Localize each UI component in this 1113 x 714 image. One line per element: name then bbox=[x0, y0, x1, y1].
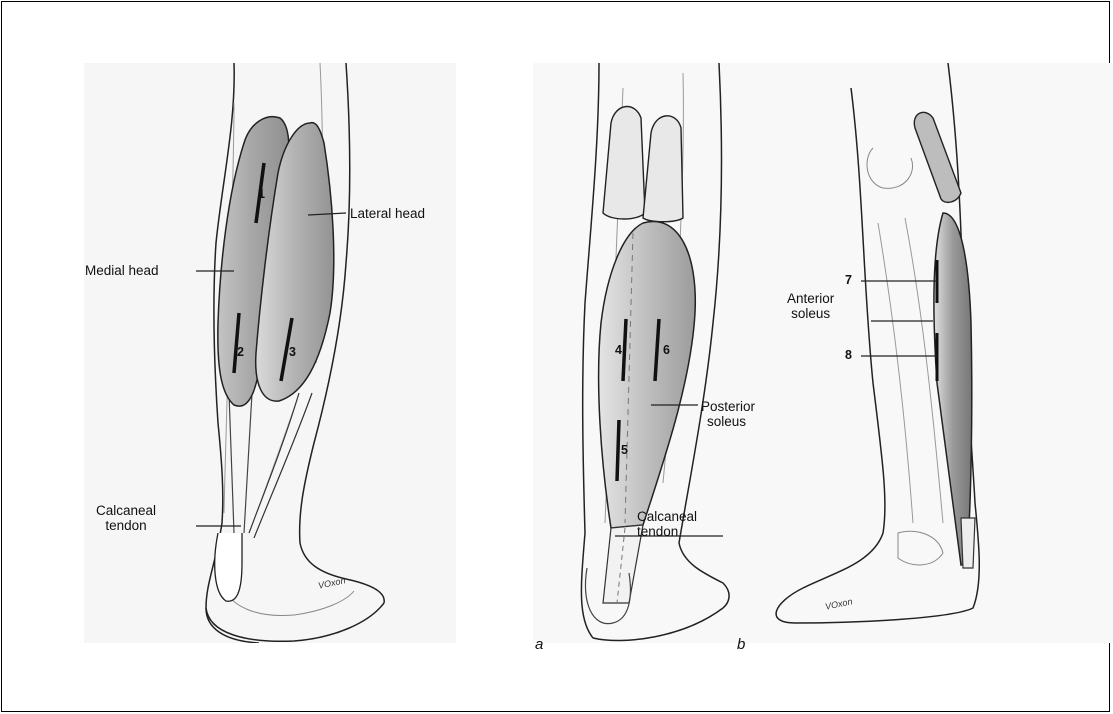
soleus-line2: soleus bbox=[701, 414, 755, 429]
calcaneal-line1: Calcaneal bbox=[637, 509, 697, 524]
site-2-label: 2 bbox=[237, 345, 244, 359]
site-8-label: 8 bbox=[845, 348, 852, 362]
anterior-soleus-label: Anterior soleus bbox=[787, 291, 834, 321]
medial-head-label: Medial head bbox=[85, 263, 159, 278]
soleus-panel: 4 6 5 Posterior soleus Calcaneal tendon … bbox=[533, 63, 1113, 643]
site-6-label: 6 bbox=[663, 343, 670, 357]
site-7-label: 7 bbox=[845, 273, 852, 287]
anterior-line1: Anterior bbox=[787, 291, 834, 306]
site-3-label: 3 bbox=[289, 345, 296, 359]
calcaneal-line1: Calcaneal bbox=[96, 503, 156, 518]
calcaneal-tendon-label-right: Calcaneal tendon bbox=[637, 509, 697, 539]
gastrocnemius-illustration bbox=[84, 63, 456, 643]
site-4-label: 4 bbox=[615, 343, 622, 357]
lateral-head-label: Lateral head bbox=[350, 206, 425, 221]
gastrocnemius-panel: 1 2 3 Lateral head VOxon bbox=[84, 63, 456, 643]
posterior-line1: Posterior bbox=[701, 399, 755, 414]
panel-letter-b: b bbox=[737, 636, 745, 653]
site-1-label: 1 bbox=[258, 187, 265, 201]
site-5-label: 5 bbox=[621, 443, 628, 457]
posterior-soleus-label: Posterior soleus bbox=[701, 399, 755, 429]
calcaneal-tendon-label-left: Calcaneal tendon bbox=[96, 503, 156, 533]
panel-letter-a: a bbox=[535, 636, 543, 653]
tendon-line2: tendon bbox=[96, 518, 156, 533]
tendon-line2: tendon bbox=[637, 524, 697, 539]
soleus-line2: soleus bbox=[787, 306, 834, 321]
